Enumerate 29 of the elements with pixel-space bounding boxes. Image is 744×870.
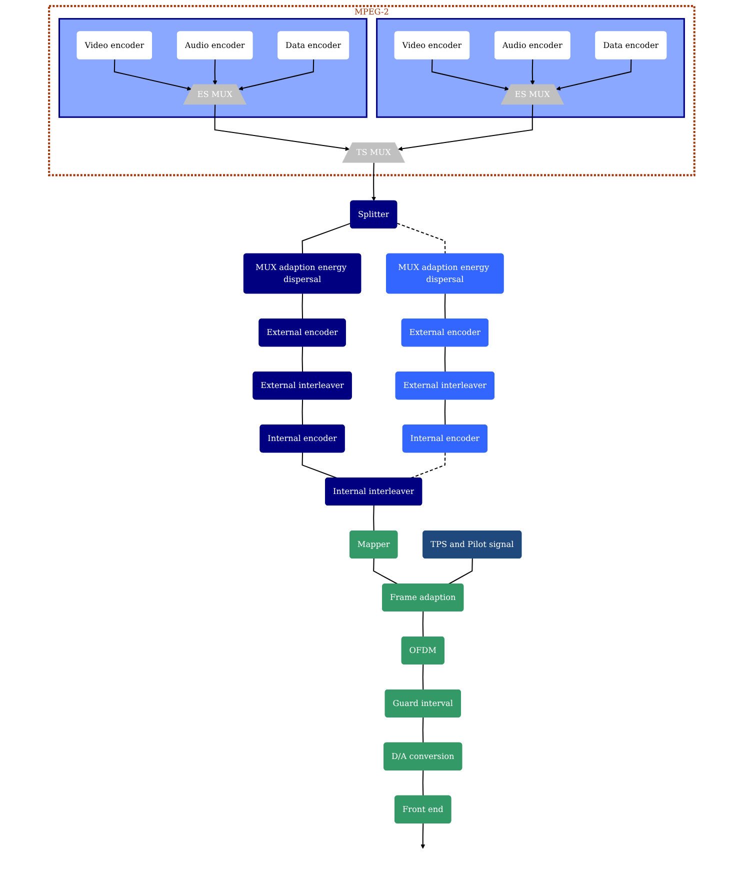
connector [422,611,424,637]
arrow [420,823,426,849]
connector [302,294,304,320]
connector [373,506,375,532]
connector [444,400,446,426]
cluster [58,18,368,118]
connector [422,717,424,743]
arrow [372,162,376,202]
arrow [556,59,632,91]
arrow [432,59,510,91]
arrow [530,59,536,85]
connector [410,452,446,479]
connector [302,346,304,372]
connector [373,558,398,584]
connector [448,558,474,584]
connector [302,452,338,479]
connector [302,222,352,254]
connector [422,770,424,796]
arrow [398,104,534,151]
cluster [376,18,686,118]
arrow [114,59,192,91]
arrow [214,104,350,151]
connector [444,346,446,372]
connector [444,294,446,320]
arrow [213,59,218,85]
connector [302,400,304,426]
connector [397,222,446,254]
connector [422,664,424,690]
arrow [238,59,314,91]
